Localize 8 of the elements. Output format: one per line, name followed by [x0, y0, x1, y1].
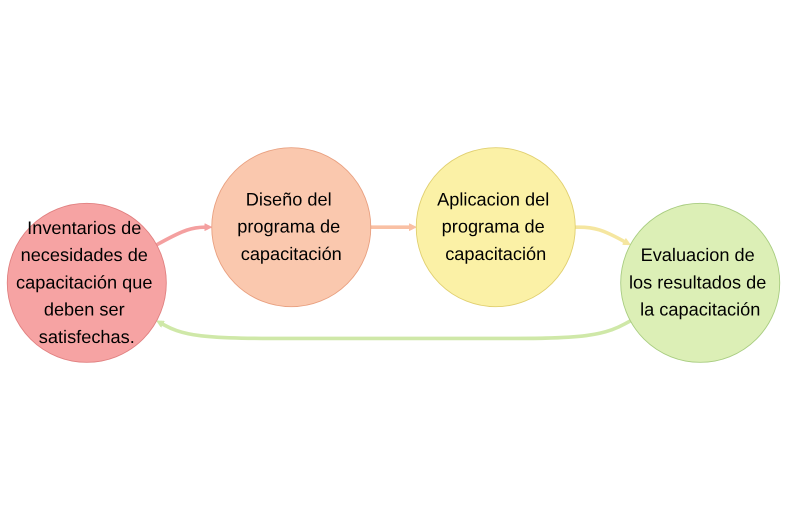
node-circle: Diseño del programa de capacitación [211, 147, 372, 308]
arrow [370, 223, 417, 232]
arrow [156, 223, 212, 246]
arrow [575, 225, 631, 246]
node-circle: Inventarios de necesidades de capacitación que deben ser satisfechas. [6, 202, 167, 363]
node-circle: Aplicacion del programa de capacitación [416, 147, 576, 308]
node-circle: Evaluacion de los resultados de la capacitación [620, 202, 780, 363]
arrow [156, 319, 632, 340]
